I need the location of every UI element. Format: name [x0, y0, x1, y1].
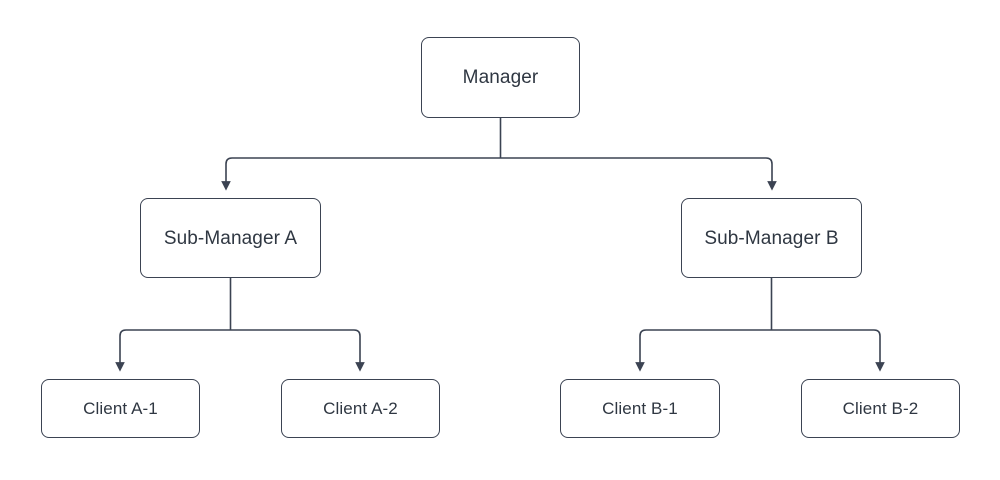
- node-manager-label: Manager: [462, 67, 539, 88]
- node-sub-manager-a-label: Sub-Manager A: [163, 227, 298, 249]
- node-sub-manager-b[interactable]: Sub-Manager B: [681, 198, 862, 278]
- node-client-a1-label: Client A-1: [83, 399, 158, 418]
- node-client-b1[interactable]: Client B-1: [560, 379, 720, 438]
- node-client-b2-label: Client B-2: [842, 399, 919, 418]
- node-manager[interactable]: Manager: [421, 37, 580, 118]
- node-client-a2[interactable]: Client A-2: [281, 379, 440, 438]
- edge-sub-manager-a-to-client-a2: [230, 329, 365, 372]
- edge-sub-manager-b-to-client-b1: [635, 329, 772, 372]
- edge-sub-manager-b-to-client-b2: [771, 329, 885, 372]
- edge-manager-to-sub-manager-a: [221, 157, 501, 191]
- node-sub-manager-a[interactable]: Sub-Manager A: [140, 198, 321, 278]
- node-client-b2[interactable]: Client B-2: [801, 379, 960, 438]
- edge-manager-to-sub-manager-b: [500, 157, 777, 191]
- node-client-a1[interactable]: Client A-1: [41, 379, 200, 438]
- node-client-b1-label: Client B-1: [602, 399, 678, 418]
- edge-sub-manager-a-to-client-a1: [115, 329, 231, 372]
- node-sub-manager-b-label: Sub-Manager B: [704, 227, 839, 249]
- node-client-a2-label: Client A-2: [323, 399, 398, 418]
